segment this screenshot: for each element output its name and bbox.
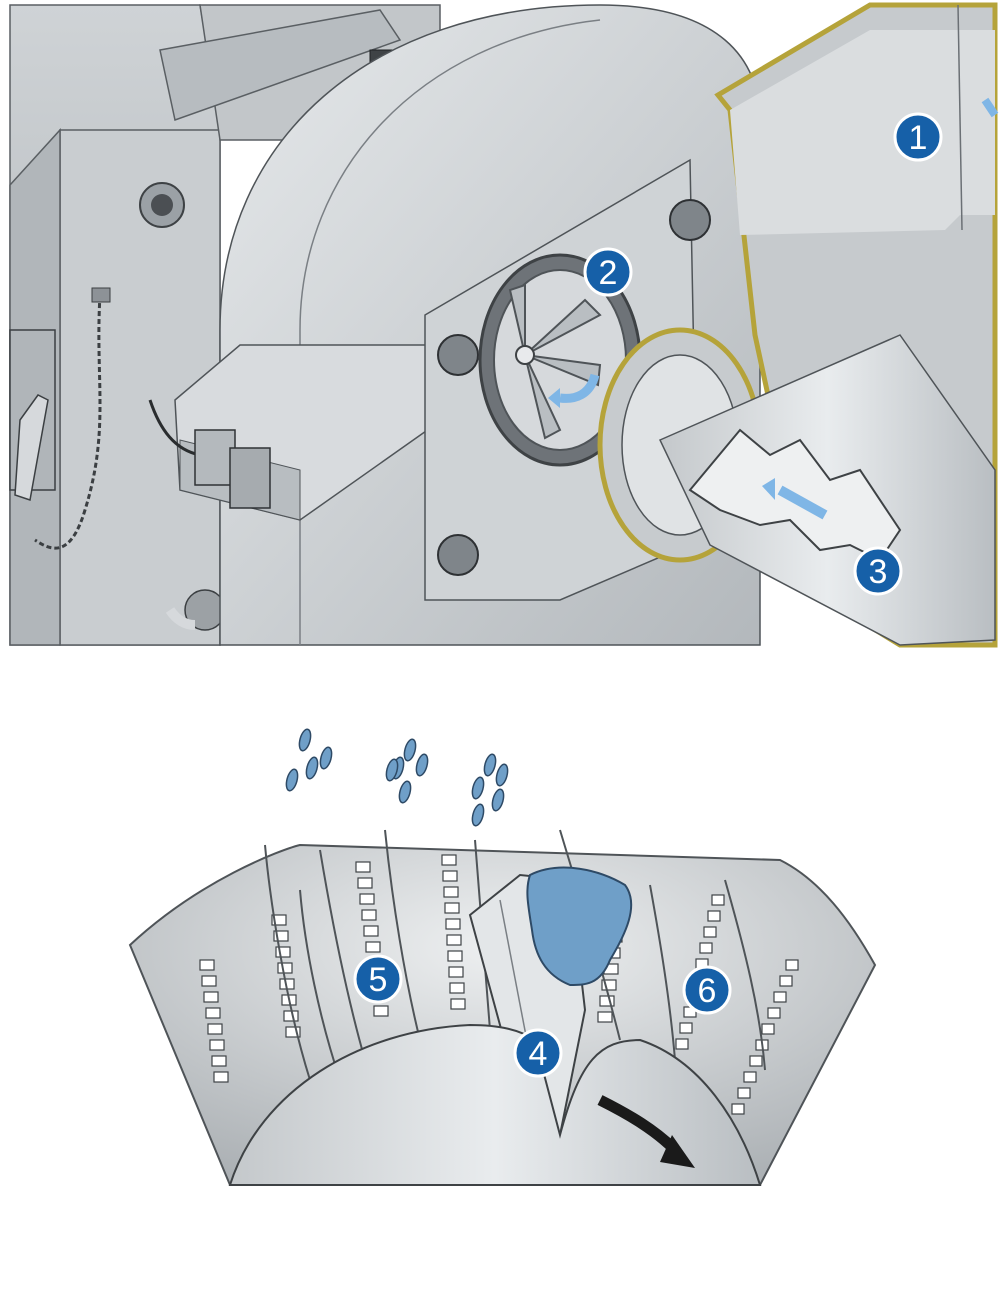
latch-handle — [9, 329, 56, 501]
callout-badge-1: 1 — [893, 112, 943, 162]
svg-text:1: 1 — [909, 119, 928, 157]
callout-badge-5: 5 — [353, 954, 403, 1004]
upper-panel-machine — [9, 2, 999, 648]
svg-text:2: 2 — [599, 254, 618, 292]
svg-text:3: 3 — [869, 553, 888, 591]
left-cabinet — [9, 4, 226, 646]
chain — [34, 294, 102, 550]
rotor-blades-small — [508, 283, 602, 440]
callout-badge-4: 4 — [513, 1028, 563, 1078]
callout-badge-6: 6 — [682, 965, 732, 1015]
feeder-tube — [597, 327, 996, 646]
rotor-hub — [228, 1023, 762, 1186]
product-particles — [285, 728, 509, 827]
svg-text:5: 5 — [369, 961, 388, 999]
callout-badge-3: 3 — [853, 546, 903, 596]
screen-ridges — [264, 829, 766, 1081]
hose-fitting — [165, 589, 226, 631]
lower-panel-rotor — [128, 728, 877, 1186]
flow-arrow-auger — [777, 485, 828, 520]
svg-text:6: 6 — [698, 972, 717, 1010]
product-lump — [526, 866, 633, 987]
svg-text:4: 4 — [529, 1035, 548, 1073]
star-knob — [437, 199, 711, 576]
callout-badge-2: 2 — [583, 247, 633, 297]
flow-arrow-screen — [559, 373, 600, 403]
